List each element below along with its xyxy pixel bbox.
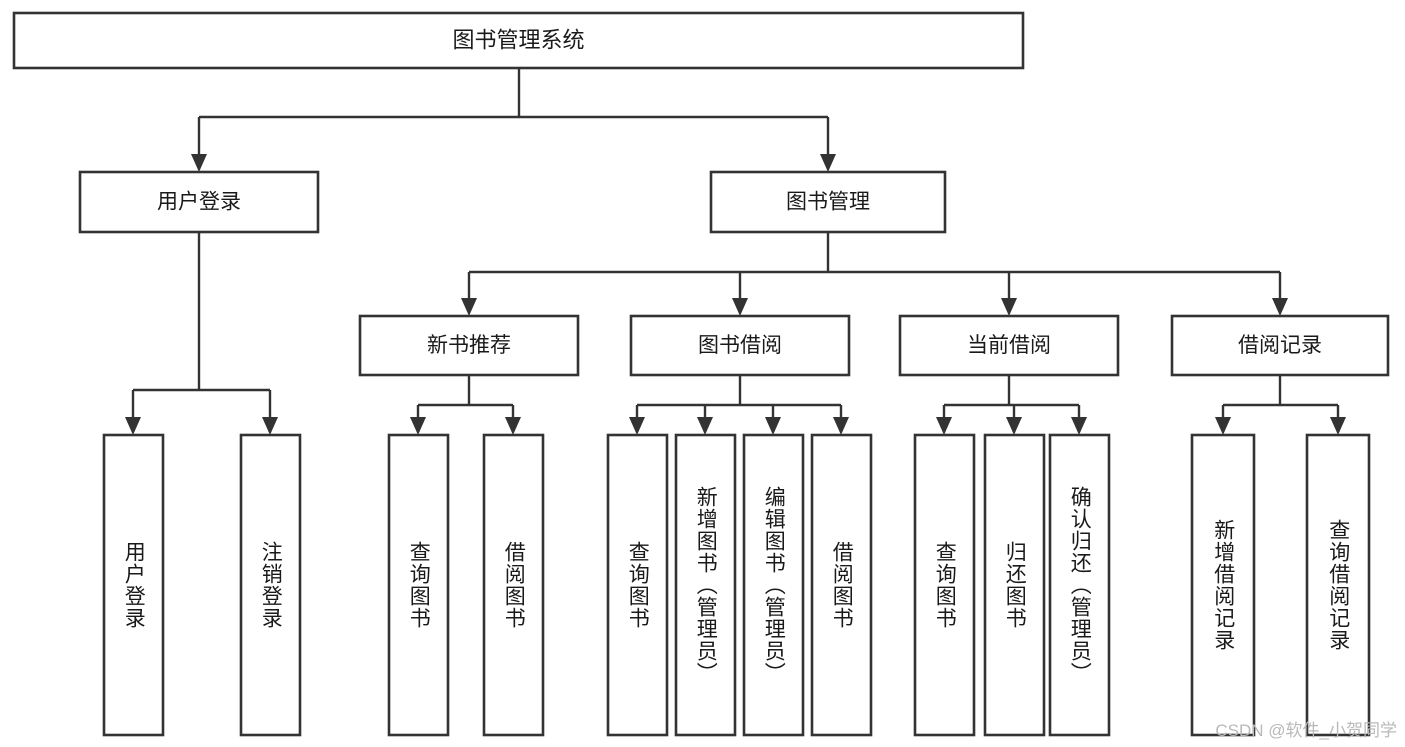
node-box-leaf-user-login[interactable] (102, 433, 165, 737)
fan-new-book-recommend-arrow-1-head (505, 417, 521, 435)
node-box-root[interactable] (12, 11, 1025, 70)
node-label-user-login: 用户登录 (157, 191, 241, 214)
node-leaf-add-book[interactable] (674, 433, 737, 737)
fan-current-borrow-arrow-1-head (1006, 417, 1022, 435)
fan-book-borrow-arrow-0-head (629, 417, 645, 435)
node-current-borrow[interactable]: 当前借阅 (898, 314, 1120, 377)
node-root[interactable]: 图书管理系统 (12, 11, 1025, 70)
node-leaf-user-login[interactable] (102, 433, 165, 737)
node-book-manage[interactable]: 图书管理 (709, 170, 947, 234)
node-box-current-borrow[interactable] (898, 314, 1120, 377)
csdn-watermark: CSDN @软件_小贺同学 (1215, 721, 1397, 740)
fan-new-book-recommend-arrow-0-head (410, 417, 426, 435)
node-box-new-book-recommend[interactable] (358, 314, 580, 377)
node-label-borrow-record: 借阅记录 (1238, 334, 1322, 357)
node-box-leaf-confirm-return[interactable] (1048, 433, 1111, 737)
node-label-book-manage: 图书管理 (786, 191, 870, 214)
node-label-new-book-recommend: 新书推荐 (427, 334, 511, 357)
node-box-leaf-query-book-3[interactable] (913, 433, 976, 737)
node-leaf-borrow-book-1[interactable] (482, 433, 545, 737)
node-box-book-manage[interactable] (709, 170, 947, 234)
node-label-root: 图书管理系统 (452, 27, 584, 52)
fan-root-arrow-0-head (191, 154, 207, 172)
node-leaf-query-book-2[interactable] (606, 433, 669, 737)
node-leaf-query-book-1[interactable] (387, 433, 450, 737)
fan-book-borrow-arrow-2-head (765, 417, 781, 435)
node-leaf-query-record[interactable] (1305, 433, 1371, 737)
node-box-leaf-edit-book[interactable] (742, 433, 805, 737)
fan-borrow-record-arrow-0-head (1215, 417, 1231, 435)
node-leaf-logout[interactable] (239, 433, 302, 737)
node-box-leaf-logout[interactable] (239, 433, 302, 737)
node-borrow-record[interactable]: 借阅记录 (1170, 314, 1390, 377)
node-box-leaf-query-record[interactable] (1305, 433, 1371, 737)
node-box-book-borrow[interactable] (629, 314, 851, 377)
node-book-borrow[interactable]: 图书借阅 (629, 314, 851, 377)
node-new-book-recommend[interactable]: 新书推荐 (358, 314, 580, 377)
fan-current-borrow-arrow-2-head (1071, 417, 1087, 435)
node-box-leaf-add-book[interactable] (674, 433, 737, 737)
fan-current-borrow-arrow-0-head (936, 417, 952, 435)
node-box-leaf-query-book-2[interactable] (606, 433, 669, 737)
node-leaf-confirm-return[interactable] (1048, 433, 1111, 737)
node-label-book-borrow: 图书借阅 (698, 334, 782, 357)
fan-book-borrow-arrow-3-head (833, 417, 849, 435)
node-box-leaf-query-book-1[interactable] (387, 433, 450, 737)
fan-user-login-arrow-1-head (262, 417, 278, 435)
node-leaf-borrow-book-2[interactable] (810, 433, 873, 737)
fan-book-borrow-arrow-1-head (697, 417, 713, 435)
fan-borrow-record-arrow-1-head (1330, 417, 1346, 435)
node-user-login[interactable]: 用户登录 (78, 170, 320, 234)
fan-book-manage-arrow-2-head (1001, 298, 1017, 316)
fan-user-login-arrow-0-head (125, 417, 141, 435)
node-label-current-borrow: 当前借阅 (967, 334, 1051, 357)
node-leaf-return-book[interactable] (983, 433, 1046, 737)
node-leaf-query-book-3[interactable] (913, 433, 976, 737)
fan-root-arrow-1-head (820, 154, 836, 172)
fan-book-manage-arrow-0-head (461, 298, 477, 316)
node-leaf-add-record[interactable] (1190, 433, 1256, 737)
node-box-borrow-record[interactable] (1170, 314, 1390, 377)
fan-book-manage-arrow-3-head (1272, 298, 1288, 316)
node-box-leaf-return-book[interactable] (983, 433, 1046, 737)
node-box-leaf-borrow-book-1[interactable] (482, 433, 545, 737)
fan-book-manage-arrow-1-head (732, 298, 748, 316)
node-box-leaf-add-record[interactable] (1190, 433, 1256, 737)
node-box-leaf-borrow-book-2[interactable] (810, 433, 873, 737)
node-leaf-edit-book[interactable] (742, 433, 805, 737)
node-box-user-login[interactable] (78, 170, 320, 234)
